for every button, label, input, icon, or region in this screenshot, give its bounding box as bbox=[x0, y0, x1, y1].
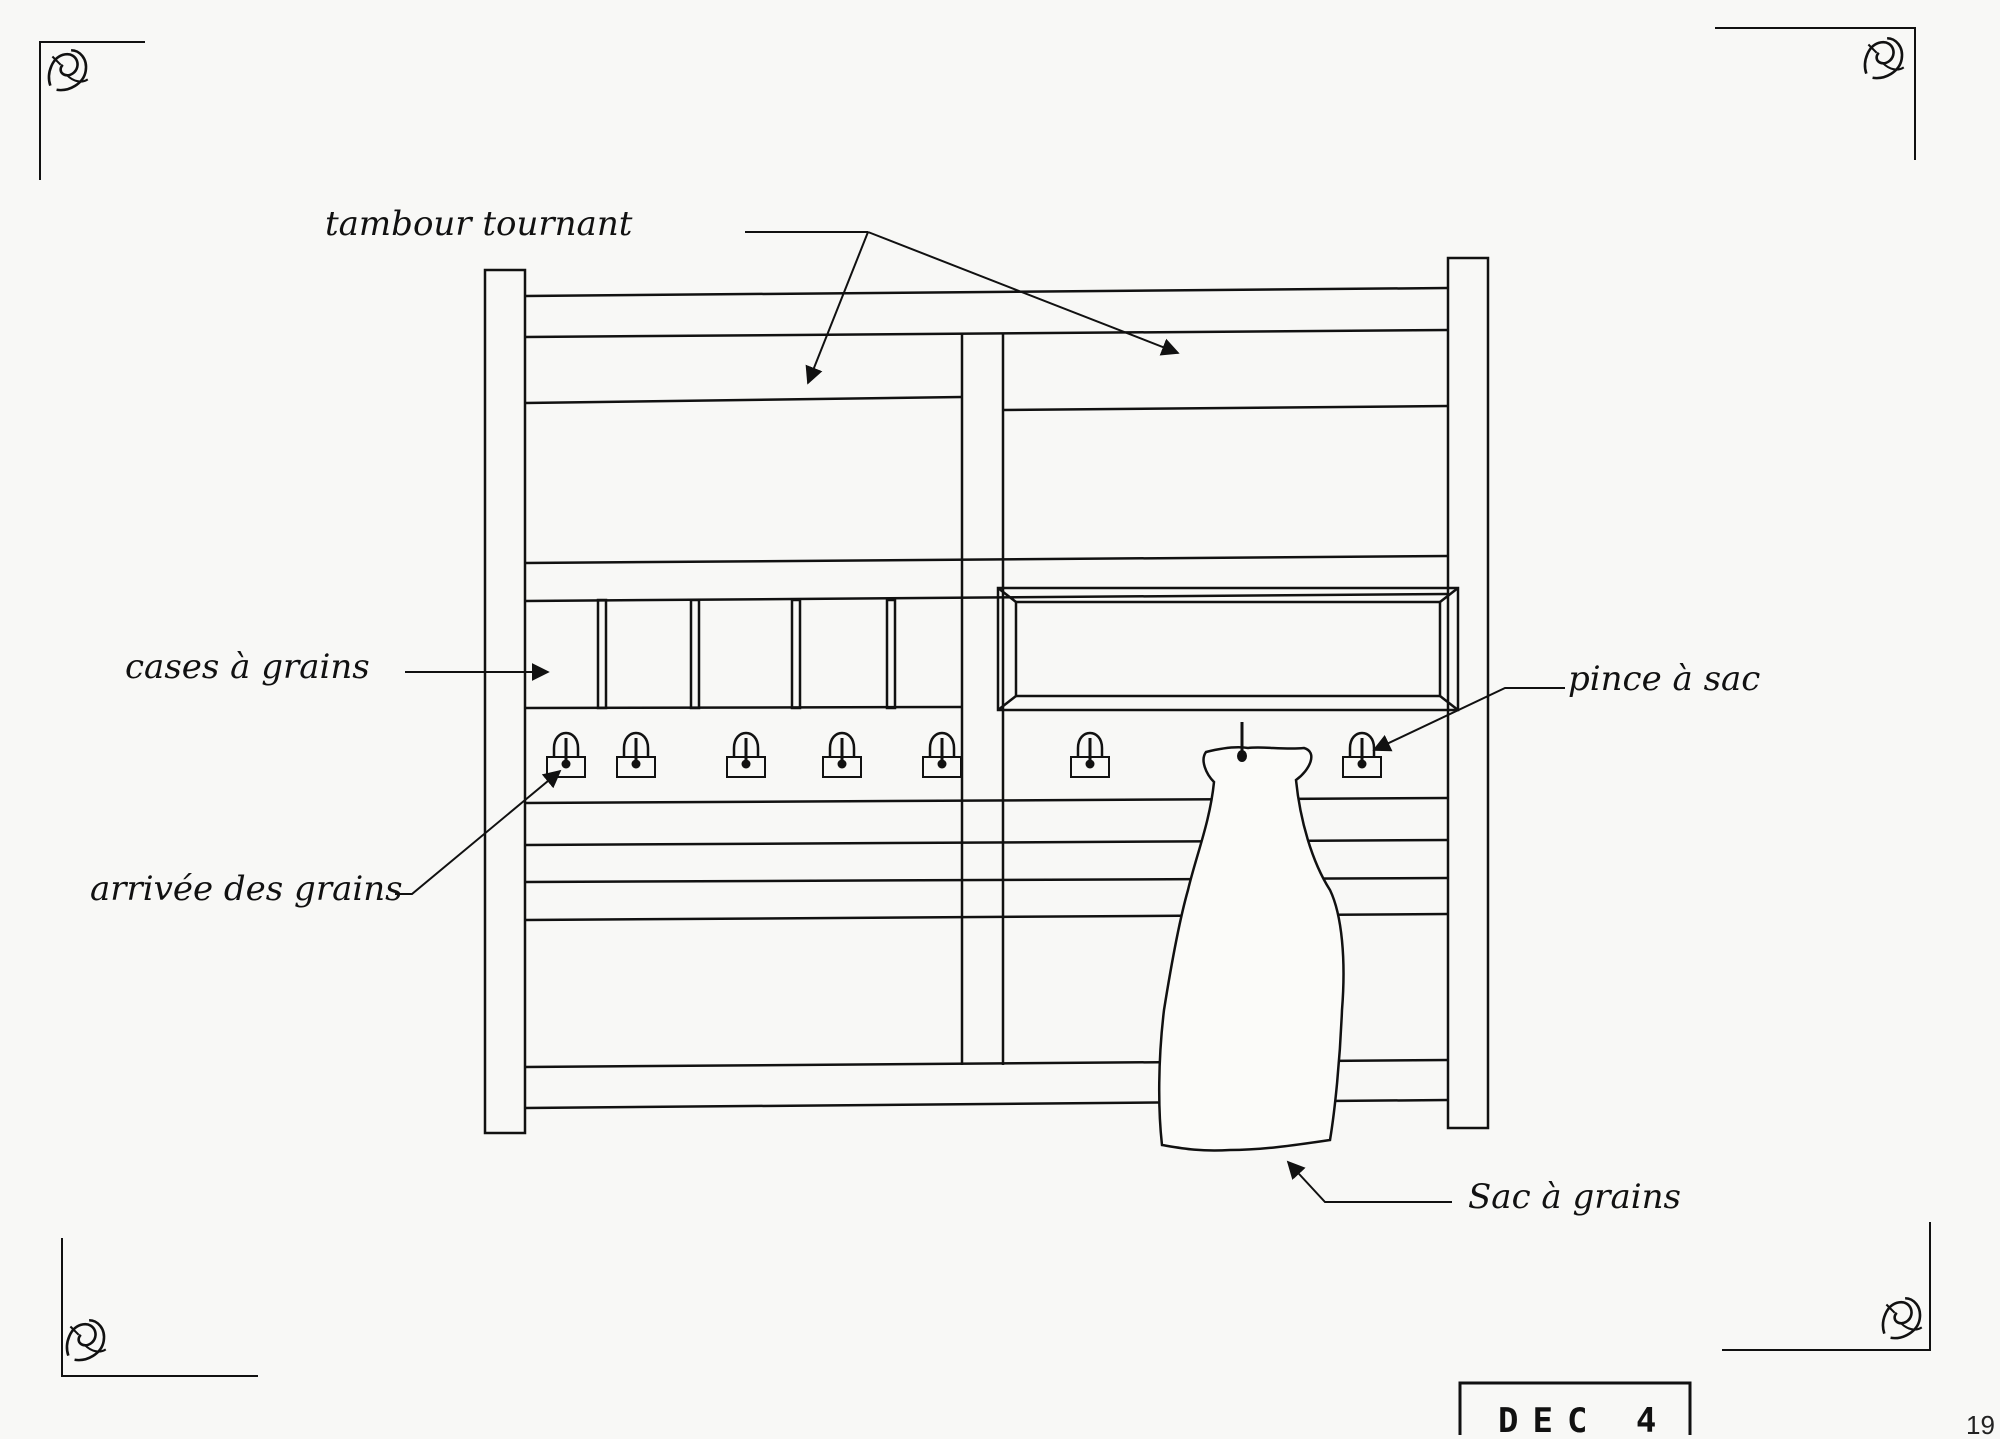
bag-clip bbox=[1237, 722, 1247, 762]
bag-clamp bbox=[726, 731, 766, 778]
corner-bottom-right bbox=[1722, 1222, 1931, 1351]
corner-ornaments bbox=[39, 27, 1931, 1377]
right-post bbox=[1446, 256, 1490, 1130]
label-inlet: arrivée des grains bbox=[90, 869, 403, 909]
page-number: 19 bbox=[1966, 1410, 1995, 1435]
grain-bag bbox=[1157, 745, 1345, 1152]
bag-clamp bbox=[1070, 731, 1110, 778]
corner-bottom-left bbox=[61, 1238, 258, 1377]
left-post bbox=[483, 268, 527, 1135]
label-compartments: cases à grains bbox=[125, 647, 370, 687]
bag-clamp bbox=[1342, 731, 1382, 778]
corner-top-left bbox=[39, 41, 145, 180]
label-drum: tambour tournant bbox=[325, 204, 633, 244]
bag-clamp bbox=[546, 731, 586, 778]
bag-clamp bbox=[822, 731, 862, 778]
corner-top-right bbox=[1715, 27, 1916, 160]
bag-clamp bbox=[922, 731, 962, 778]
label-clamp: pince à sac bbox=[1568, 659, 1760, 699]
bag-clamps bbox=[546, 731, 1382, 778]
annotation-leaders bbox=[395, 231, 1565, 1203]
label-bag: Sac à grains bbox=[1468, 1177, 1681, 1217]
stamp-text: DEC 4 bbox=[1498, 1401, 1670, 1435]
archive-stamp: DEC 4 bbox=[1458, 1381, 1692, 1439]
bag-clamp bbox=[616, 731, 656, 778]
